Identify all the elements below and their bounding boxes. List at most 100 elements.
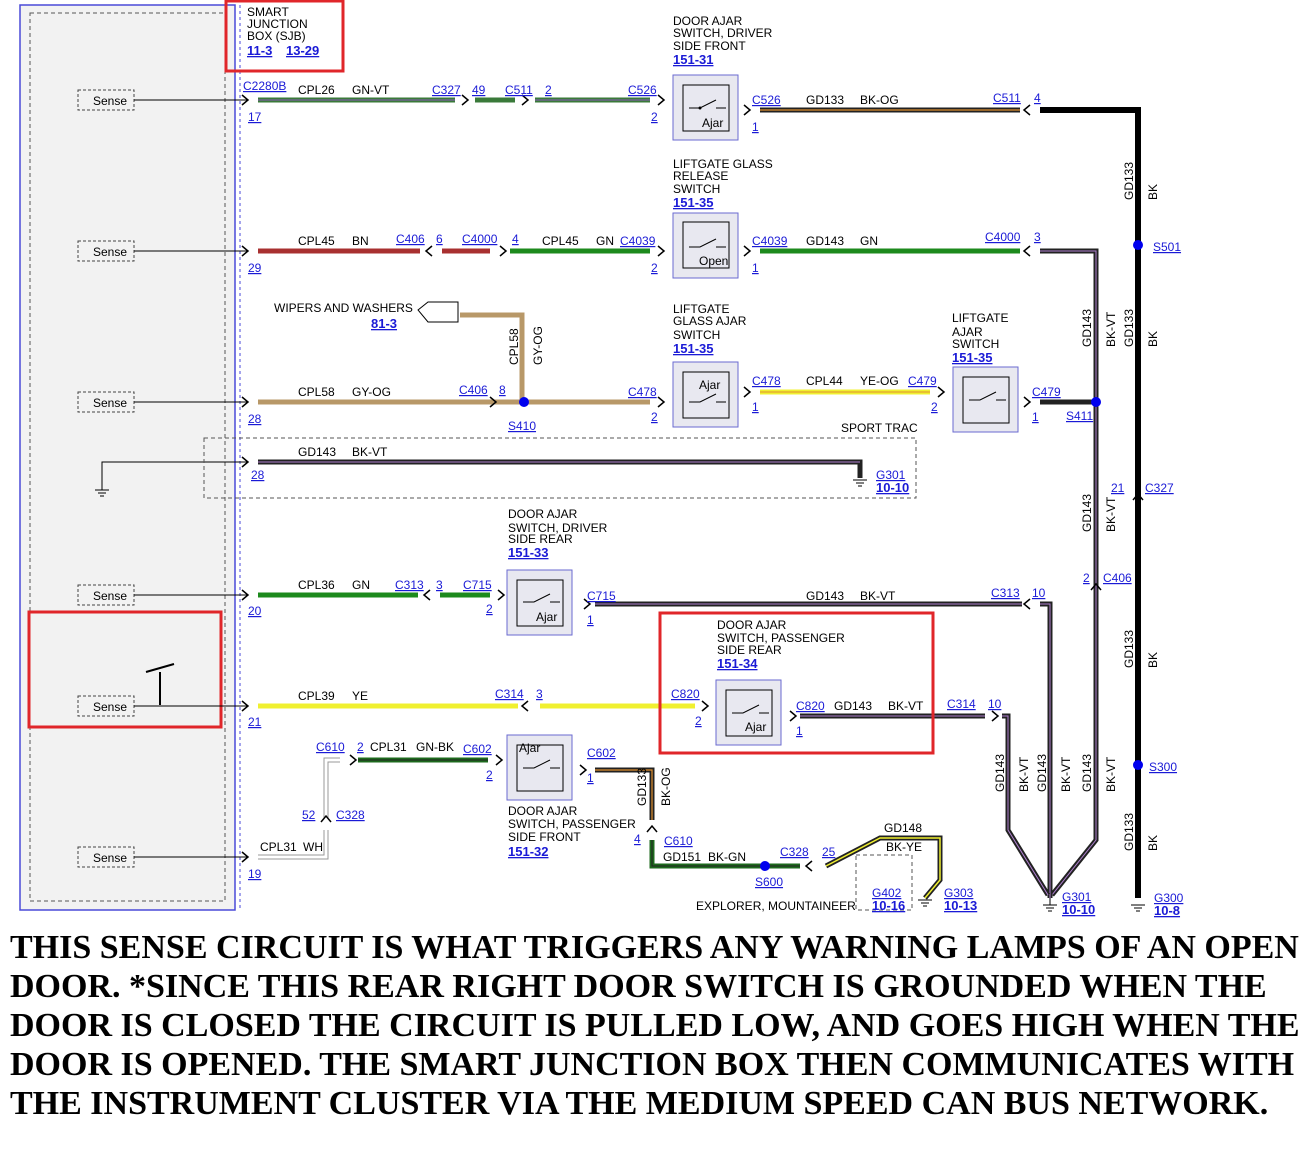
s6-ref-link[interactable]: 151-34 <box>717 656 758 671</box>
switch-liftgate-ajar[interactable] <box>952 366 1019 433</box>
r4-ground[interactable]: G301 <box>876 468 906 482</box>
vert-g301[interactable]: G301 <box>1062 890 1092 904</box>
passenger-rear-highlight-box <box>658 611 935 755</box>
r3-splice-label[interactable]: S410 <box>508 419 536 433</box>
r2-color2: GN <box>596 234 614 248</box>
switch-passenger-rear[interactable] <box>715 679 782 746</box>
r1-connector-c2280b[interactable]: C2280B <box>243 79 286 93</box>
s1-title-1: DOOR AJAR <box>673 14 743 28</box>
r2-wire2: CPL45 <box>542 234 579 248</box>
s4-splice-label[interactable]: S411 <box>1066 409 1093 423</box>
explorer-option-box <box>855 854 913 911</box>
switch-liftgate-glass-ajar[interactable] <box>672 361 739 428</box>
bottom-option: EXPLORER, MOUNTAINEER <box>696 899 856 913</box>
bottom-g402[interactable]: G402 <box>872 886 902 900</box>
sense-highlight-box <box>27 610 223 729</box>
s3-out-conn[interactable]: C478 <box>752 374 781 388</box>
s2-out-conn[interactable]: C4039 <box>752 234 788 248</box>
sjb-ref-link-1[interactable]: 11-3 <box>247 43 272 58</box>
vert-g300[interactable]: G300 <box>1154 891 1184 905</box>
r7-connector-c610[interactable]: C610 <box>316 740 345 754</box>
splice-s600 <box>760 861 770 871</box>
s1-ref-link[interactable]: 151-31 <box>673 52 713 67</box>
s5-title-3: SIDE REAR <box>508 532 573 546</box>
explanation-caption: THIS SENSE CIRCUIT IS WHAT TRIGGERS ANY … <box>10 929 1300 1122</box>
r1-connector-c511[interactable]: C511 <box>505 83 533 97</box>
r2-connector-c4000[interactable]: C4000 <box>462 232 498 246</box>
sjb-ref-link-2[interactable]: 13-29 <box>286 43 319 58</box>
r6-connector-c820[interactable]: C820 <box>671 687 700 701</box>
r5-wire: CPL36 <box>298 578 335 592</box>
r6-color: YE <box>352 689 368 703</box>
r2-connector-c406[interactable]: C406 <box>396 232 425 246</box>
vert-bk-2: BK <box>1146 331 1160 347</box>
s7-ref-link[interactable]: 151-32 <box>508 844 548 859</box>
r3-connector-c406[interactable]: C406 <box>459 383 488 397</box>
s5-end-conn[interactable]: C313 <box>991 586 1020 600</box>
bottom-splice[interactable]: S600 <box>755 875 783 889</box>
s5-out-conn[interactable]: C715 <box>587 589 616 603</box>
bottom-g303[interactable]: G303 <box>944 886 974 900</box>
switch-state-2: Open <box>699 254 728 268</box>
s2-title-2: RELEASE <box>673 169 728 183</box>
s3-ref-link[interactable]: 151-35 <box>673 341 713 356</box>
switch-driver-rear[interactable] <box>506 569 573 636</box>
r6-pin-c820: 2 <box>695 714 702 728</box>
s6-color: BK-VT <box>888 699 924 713</box>
r6-wire: CPL39 <box>298 689 335 703</box>
r7-connector-c602[interactable]: C602 <box>463 742 492 756</box>
bottom-g402-ref[interactable]: 10-16 <box>872 898 905 913</box>
bottom-conn-c328[interactable]: C328 <box>780 845 809 859</box>
switch-state-1: Ajar <box>702 116 723 130</box>
switch-driver-front[interactable] <box>672 74 739 141</box>
r7-connector-c328[interactable]: C328 <box>336 808 365 822</box>
switch-liftgate-glass-release[interactable] <box>672 212 739 279</box>
wire-gd143-s6-down <box>1002 713 1051 897</box>
sjb-internal-lines <box>101 99 248 858</box>
bottom-g303-ref[interactable]: 10-13 <box>944 898 977 913</box>
vert-c406[interactable]: C406 <box>1103 571 1132 585</box>
svg-text:Sense: Sense <box>93 851 127 865</box>
r1-connector-c327[interactable]: C327 <box>432 83 461 97</box>
r5-connector-c313[interactable]: C313 <box>395 578 424 592</box>
vert-c327[interactable]: C327 <box>1145 481 1174 495</box>
s7-title-2: SWITCH, PASSENGER <box>508 817 636 831</box>
r3-vcolor: GY-OG <box>531 326 545 365</box>
vert-s501[interactable]: S501 <box>1153 240 1181 254</box>
s4-ref-link[interactable]: 151-35 <box>952 350 992 365</box>
r6-connector-c314[interactable]: C314 <box>495 687 524 701</box>
bottom-conn-c610[interactable]: C610 <box>664 834 693 848</box>
wire-cpl58-vertical <box>460 312 525 402</box>
sjb-highlight-box <box>224 0 345 73</box>
r4-ground-ref[interactable]: 10-10 <box>876 480 909 495</box>
vert-g301-ref[interactable]: 10-10 <box>1062 902 1095 917</box>
switch-passenger-front[interactable] <box>506 734 573 801</box>
wipers-ref-link[interactable]: 81-3 <box>371 316 397 331</box>
r3-connector-c478[interactable]: C478 <box>628 385 657 399</box>
vert-pin-c406: 2 <box>1083 571 1090 585</box>
s3-end-conn[interactable]: C479 <box>908 374 937 388</box>
r5-color: GN <box>352 578 370 592</box>
s2-end-conn[interactable]: C4000 <box>985 230 1021 244</box>
s5-wire: GD143 <box>806 589 844 603</box>
splice-s410 <box>519 397 529 407</box>
s5-ref-link[interactable]: 151-33 <box>508 545 548 560</box>
s7-out-conn[interactable]: C602 <box>587 746 616 760</box>
s6-end-conn[interactable]: C314 <box>947 697 976 711</box>
splice-s501 <box>1133 240 1143 250</box>
s6-out-conn[interactable]: C820 <box>796 699 825 713</box>
r2-connector-c4039[interactable]: C4039 <box>620 234 656 248</box>
vert-s300[interactable]: S300 <box>1149 760 1177 774</box>
r5-connector-c715[interactable]: C715 <box>463 578 492 592</box>
s2-ref-link[interactable]: 151-35 <box>673 195 713 210</box>
s5-end-pin: 10 <box>1032 586 1046 600</box>
s4-out-conn[interactable]: C479 <box>1032 385 1061 399</box>
r1-connector-c526[interactable]: C526 <box>628 83 657 97</box>
svg-text:Sense: Sense <box>93 396 127 410</box>
s1-end-conn[interactable]: C511 <box>993 91 1021 105</box>
r6-pin: 21 <box>248 715 262 729</box>
vert-g300-ref[interactable]: 10-8 <box>1154 903 1180 918</box>
r3-color: GY-OG <box>352 385 391 399</box>
s1-out-conn[interactable]: C526 <box>752 93 781 107</box>
s5-out-pin: 1 <box>587 613 594 627</box>
